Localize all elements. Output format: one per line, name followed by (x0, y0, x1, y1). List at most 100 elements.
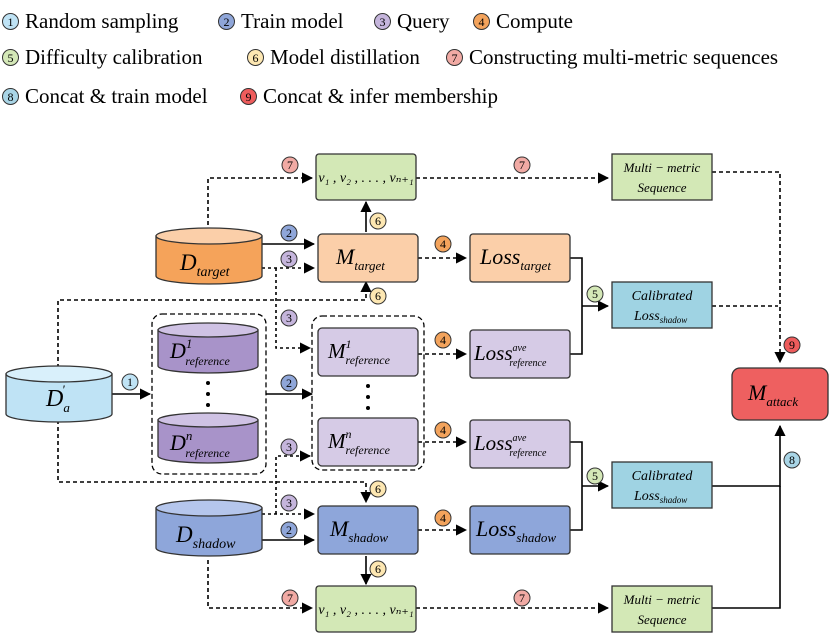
loss-target-box: Losstarget (469, 233, 571, 283)
m-attack-label: Mattack (747, 380, 798, 409)
legend: 1 Random sampling 2 Train model 3 Query … (0, 0, 834, 112)
svg-text:9: 9 (789, 338, 795, 352)
step-2-badge: 2 (218, 13, 235, 30)
legend-label: Concat & train model (25, 84, 208, 108)
svg-text:3: 3 (286, 440, 292, 454)
legend-label: Compute (496, 9, 573, 33)
badge-8: 8 (783, 451, 801, 469)
badge-4: 4 (434, 331, 452, 349)
svg-text:6: 6 (375, 562, 381, 576)
m-attack-box: Mattack (731, 367, 829, 421)
step-3-badge: 3 (374, 13, 391, 30)
svg-text:8: 8 (789, 453, 795, 467)
svg-text:3: 3 (286, 496, 292, 510)
d-shadow-cylinder: Dshadow (155, 499, 263, 557)
badge-6: 6 (369, 480, 387, 498)
cal-bottom-box: Calibrated Lossshadow (611, 461, 713, 509)
svg-text:4: 4 (440, 333, 446, 347)
cal-top-line2: Lossshadow (633, 309, 687, 325)
svg-text:7: 7 (287, 158, 293, 172)
badge-3: 3 (280, 309, 298, 327)
edge-mm-top-attack (712, 171, 786, 364)
edge-da-mtarget (57, 280, 372, 368)
seq-bottom-box: v₁ , v₂ , . . . , vₙ₊₁ (315, 585, 417, 633)
mm-bottom-line2: Sequence (637, 612, 686, 627)
step-badges: 7 7 7 7 6 6 6 6 2 2 2 3 3 3 3 4 4 4 4 5 … (121, 156, 801, 607)
m-target-label: Mtarget (335, 244, 385, 273)
step-7-badge: 7 (446, 49, 463, 66)
step-9-badge: 9 (240, 88, 257, 105)
step-4-badge: 4 (473, 13, 490, 30)
edge-bracket-top (570, 257, 583, 355)
svg-text:6: 6 (375, 482, 381, 496)
svg-text:6: 6 (375, 289, 381, 303)
badge-5: 5 (586, 285, 604, 303)
edge-dtarget-ref-query (275, 268, 312, 354)
svg-text:7: 7 (519, 591, 525, 605)
badge-1: 1 (121, 373, 139, 391)
legend-item: 7 Constructing multi-metric sequences (446, 45, 778, 70)
svg-text:4: 4 (440, 511, 446, 525)
step-8-badge: 8 (2, 88, 19, 105)
legend-item: 6 Model distillation (247, 45, 420, 70)
step-5-badge: 5 (2, 49, 19, 66)
svg-text:2: 2 (286, 226, 292, 240)
svg-text:6: 6 (375, 214, 381, 228)
d-a-cylinder: Da' (5, 365, 113, 423)
edge-dshadow-ref-query (275, 450, 312, 514)
badge-2: 2 (280, 374, 298, 392)
svg-text:5: 5 (592, 287, 598, 301)
badge-7: 7 (513, 156, 531, 174)
d-shadow-label: Dshadow (175, 522, 236, 552)
badge-6: 6 (369, 560, 387, 578)
step-1-badge: 1 (2, 13, 19, 30)
legend-label: Difficulty calibration (25, 45, 203, 69)
d-target-cylinder: Dtarget (155, 227, 263, 285)
svg-text:5: 5 (592, 469, 598, 483)
m-shadow-label: Mshadow (329, 516, 388, 545)
legend-item: 4 Compute (473, 9, 573, 34)
cal-top-box: Calibrated Lossshadow (611, 281, 713, 329)
legend-label: Model distillation (270, 45, 420, 69)
badge-3: 3 (280, 250, 298, 268)
legend-label: Random sampling (25, 9, 179, 33)
seq-bottom-label: v₁ , v₂ , . . . , vₙ₊₁ (318, 603, 413, 618)
d-a-label: Da' (45, 382, 70, 415)
ellipsis-dots-models (366, 384, 370, 410)
edge-mm-bottom-attack (712, 486, 781, 609)
mm-top-line2: Sequence (637, 180, 686, 195)
badge-3: 3 (280, 438, 298, 456)
badge-9: 9 (783, 336, 801, 354)
loss-target-label: Losstarget (479, 244, 551, 273)
svg-text:1: 1 (127, 375, 133, 389)
d-target-label: Dtarget (179, 250, 231, 280)
badge-7: 7 (281, 156, 299, 174)
cal-bottom-line2: Lossshadow (633, 489, 687, 505)
badge-7: 7 (513, 589, 531, 607)
svg-text:2: 2 (286, 376, 292, 390)
mm-bottom-box: Multi − metric Sequence (611, 585, 713, 633)
legend-item: 5 Difficulty calibration (2, 45, 202, 70)
mm-top-box: Multi − metric Sequence (611, 153, 713, 201)
svg-text:4: 4 (440, 423, 446, 437)
m-shadow-box: Mshadow (317, 505, 419, 555)
legend-item: 3 Query (374, 9, 449, 34)
seq-top-label: v₁ , v₂ , . . . , vₙ₊₁ (318, 171, 413, 186)
edge-cal-bottom-attack (712, 424, 786, 487)
legend-item: 8 Concat & train model (2, 84, 208, 109)
badge-3: 3 (280, 494, 298, 512)
svg-text:4: 4 (440, 237, 446, 251)
badge-5: 5 (586, 467, 604, 485)
badge-2: 2 (280, 224, 298, 242)
edge-bracket-bottom (570, 441, 583, 531)
seq-top-box: v₁ , v₂ , . . . , vₙ₊₁ (315, 153, 417, 201)
